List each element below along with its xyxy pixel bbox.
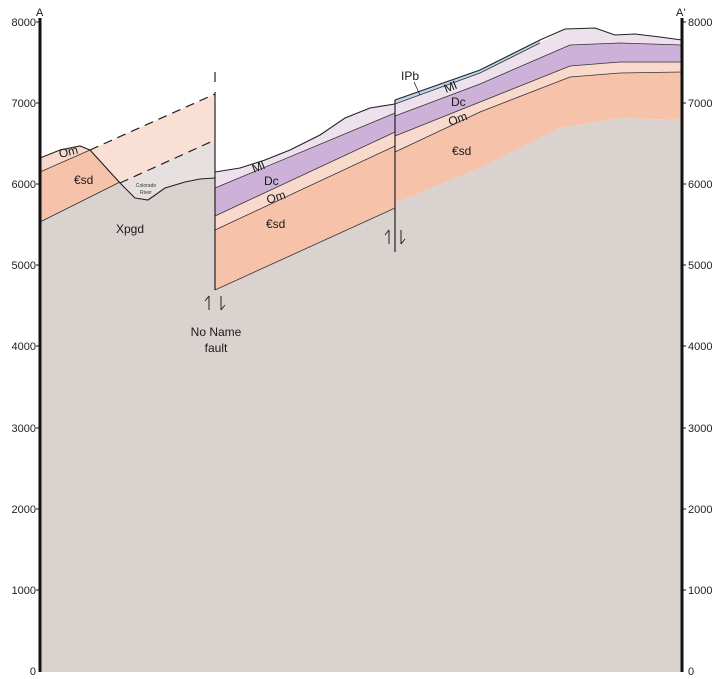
middle-om-layer	[215, 132, 395, 230]
label-om-left: Om	[57, 143, 79, 161]
right-tick-3000: 3000	[688, 423, 712, 435]
eroded-basement-gap	[120, 140, 215, 200]
middle-dc-layer	[215, 113, 395, 216]
right-axis-tickmarks	[682, 21, 686, 591]
fault-name-line1: No Name	[191, 325, 242, 339]
right-ml-layer	[395, 28, 682, 116]
label-colorado: Colorado	[136, 183, 157, 189]
fault-name-line2: fault	[205, 341, 228, 355]
label-esd-middle: €sd	[266, 217, 285, 231]
fault-motion-arrows-right	[384, 229, 406, 245]
left-om-layer	[40, 146, 90, 172]
right-tick-5000: 5000	[688, 260, 712, 272]
label-dc-middle: Dc	[264, 174, 279, 188]
right-esd-layer	[395, 72, 682, 203]
left-tick-5000: 5000	[12, 260, 36, 272]
label-river: River	[140, 190, 152, 196]
right-om-layer	[395, 62, 682, 152]
left-tick-4000: 4000	[12, 341, 36, 353]
right-dc-layer	[395, 43, 682, 136]
right-tick-7000: 7000	[688, 98, 712, 110]
right-tick-6000: 6000	[688, 179, 712, 191]
xpgd-basement	[40, 118, 682, 672]
left-tick-1000: 1000	[12, 585, 36, 597]
label-esd-right: €sd	[452, 144, 471, 158]
left-tick-8000: 8000	[12, 17, 36, 29]
label-esd-left: €sd	[74, 173, 93, 187]
left-tick-2000: 2000	[12, 504, 36, 516]
label-ml-right: Ml	[442, 78, 459, 96]
label-om-middle: Om	[265, 188, 288, 207]
label-om-right: Om	[446, 109, 469, 129]
section-end-a-prime: A'	[676, 7, 685, 19]
middle-esd-layer	[215, 146, 395, 290]
label-xpgd: Xpgd	[116, 222, 144, 236]
left-tick-6000: 6000	[12, 179, 36, 191]
middle-ml-layer	[215, 104, 395, 188]
section-end-a: A	[36, 7, 44, 19]
left-tick-3000: 3000	[12, 423, 36, 435]
contact-lines	[39, 42, 683, 291]
right-tick-1000: 1000	[688, 585, 712, 597]
eroded-restoration	[90, 94, 215, 183]
ipb-leader-line	[413, 81, 421, 96]
label-ml-middle: Ml	[250, 158, 267, 176]
topographic-profile	[39, 27, 683, 201]
right-tick-2000: 2000	[688, 504, 712, 516]
label-ipb: IPb	[401, 69, 419, 83]
right-ipb-layer	[395, 40, 540, 104]
left-axis-tickmarks	[36, 21, 40, 591]
restored-contacts	[89, 93, 216, 184]
left-tick-0: 0	[30, 666, 36, 678]
right-tick-4000: 4000	[688, 341, 712, 353]
label-dc-right: Dc	[451, 95, 466, 109]
fault-motion-arrows-left	[204, 295, 226, 311]
left-esd-layer	[40, 150, 120, 222]
right-tick-8000: 8000	[688, 17, 712, 29]
right-tick-0: 0	[688, 666, 694, 678]
left-tick-7000: 7000	[12, 98, 36, 110]
